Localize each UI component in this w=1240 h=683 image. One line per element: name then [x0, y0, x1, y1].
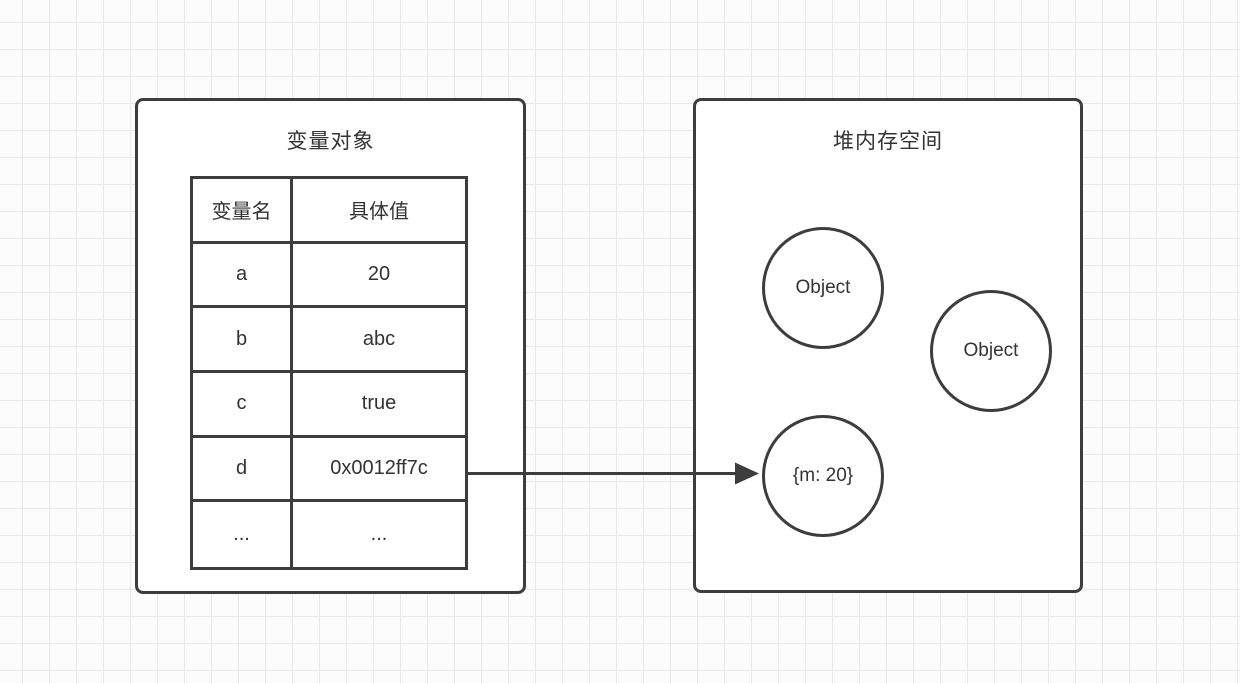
cell-variable-value-ellipsis: ... — [370, 523, 388, 546]
heap-memory-title: 堆内存空间 — [833, 130, 943, 153]
heap-object-circle-2-label: Object — [963, 340, 1019, 361]
table-header-value: 具体值 — [293, 179, 465, 244]
cell-variable-name-b: b — [193, 308, 293, 373]
cell-variable-value-c: true — [293, 373, 465, 438]
cell-variable-value-d: 0x0012ff7c — [293, 438, 465, 503]
heap-memory-box: 堆内存空间 Object Object {m: 20} — [693, 98, 1083, 593]
cell-variable-name-a: a — [193, 243, 293, 309]
table-header-variable-name: 变量名 — [193, 179, 293, 244]
cell-variable-name-c: c — [193, 372, 293, 438]
cell-variable-value-a: 20 — [293, 244, 465, 309]
heap-circle-m20: {m: 20} — [762, 415, 884, 537]
heap-object-circle-2: Object — [930, 290, 1052, 412]
heap-object-circle-1-label: Object — [795, 277, 851, 298]
cell-variable-name-ellipsis: ... — [193, 502, 293, 567]
cell-variable-value-b: abc — [293, 308, 465, 373]
cell-variable-name-d: d — [193, 437, 293, 503]
variable-object-title: 变量对象 — [286, 130, 375, 153]
variables-table: 变量名 具体值 a 20 b abc c true d 0x0012ff7c .… — [190, 176, 468, 570]
heap-circle-m20-label: {m: 20} — [792, 465, 854, 486]
heap-object-circle-1: Object — [762, 227, 884, 349]
variable-object-box: 变量对象 变量名 具体值 a 20 b abc c true d 0x0012f… — [135, 98, 526, 594]
